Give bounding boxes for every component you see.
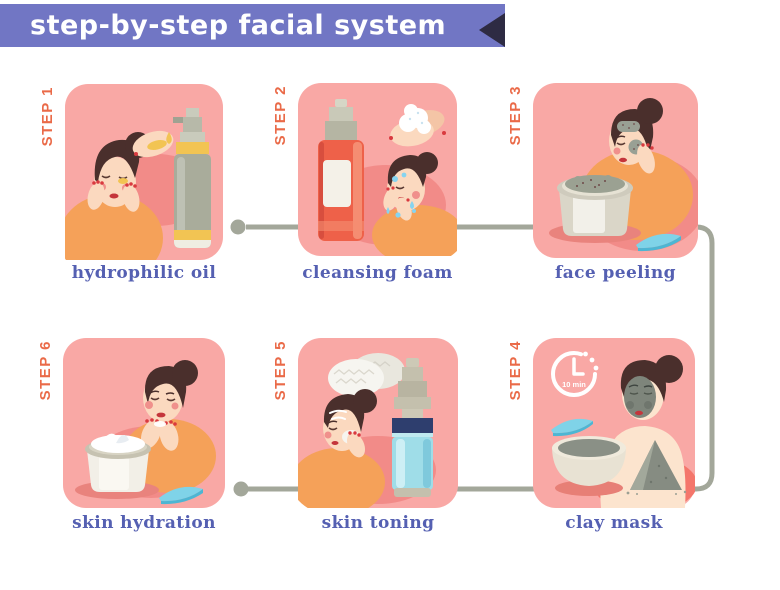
connector-dot	[230, 219, 246, 235]
foam-hands	[389, 104, 446, 147]
step-card-1	[65, 84, 223, 260]
illustration-skin-toning	[298, 338, 458, 508]
step-caption-5: skin toning	[321, 513, 435, 533]
spatula-icon	[551, 418, 593, 437]
cotton-pads	[328, 353, 405, 397]
woman-toning	[298, 389, 385, 508]
illustration-skin-hydration	[63, 338, 225, 508]
timer-icon: 10 min	[551, 351, 599, 397]
step-label-3: STEP 3	[507, 85, 524, 146]
ribbon-notch-icon	[479, 13, 505, 47]
spatula-icon	[159, 486, 203, 505]
illustration-clay-mask: 10 min	[533, 338, 695, 508]
connector-dot	[233, 481, 249, 497]
step-caption-6: skin hydration	[72, 513, 216, 533]
step-caption-3: face peeling	[555, 263, 676, 283]
toner-spray-bottle	[392, 358, 433, 497]
step-label-4: STEP 4	[507, 340, 524, 401]
step-card-2	[298, 83, 457, 256]
step-card-4: 10 min	[533, 338, 695, 508]
clay-bowl	[552, 436, 626, 496]
spatula-icon	[636, 233, 681, 252]
pump-bottle	[166, 108, 211, 248]
oil-drop-icon	[166, 132, 172, 144]
step-caption-1: hydrophilic oil	[71, 263, 217, 283]
step-label-5: STEP 5	[272, 340, 289, 401]
water-splash	[386, 172, 416, 218]
cream-jar	[75, 433, 159, 499]
woman-washing-face	[372, 152, 457, 256]
step-card-6	[63, 338, 225, 508]
step-card-5	[298, 338, 458, 508]
step-label-2: STEP 2	[272, 85, 289, 146]
step-label-6: STEP 6	[37, 340, 54, 401]
step-caption-2: cleansing foam	[302, 263, 453, 283]
clay-pyramid	[626, 440, 687, 495]
illustration-cleansing-foam	[298, 83, 457, 256]
illustration-hydrophilic-oil	[65, 84, 223, 260]
illustration-face-peeling	[533, 83, 698, 258]
step-caption-4: clay mask	[565, 513, 663, 533]
foam-bottle	[318, 99, 364, 241]
peeling-jar	[549, 175, 641, 243]
timer-duration-label: 10 min	[562, 380, 586, 389]
step-card-3	[533, 83, 698, 258]
banner-title: step-by-step facial system	[30, 10, 447, 41]
connector-path	[241, 224, 715, 492]
oil-hand	[132, 130, 174, 158]
step-label-1: STEP 1	[39, 86, 56, 147]
title-ribbon: step-by-step facial system	[0, 4, 505, 47]
woman-peeling	[609, 98, 663, 174]
